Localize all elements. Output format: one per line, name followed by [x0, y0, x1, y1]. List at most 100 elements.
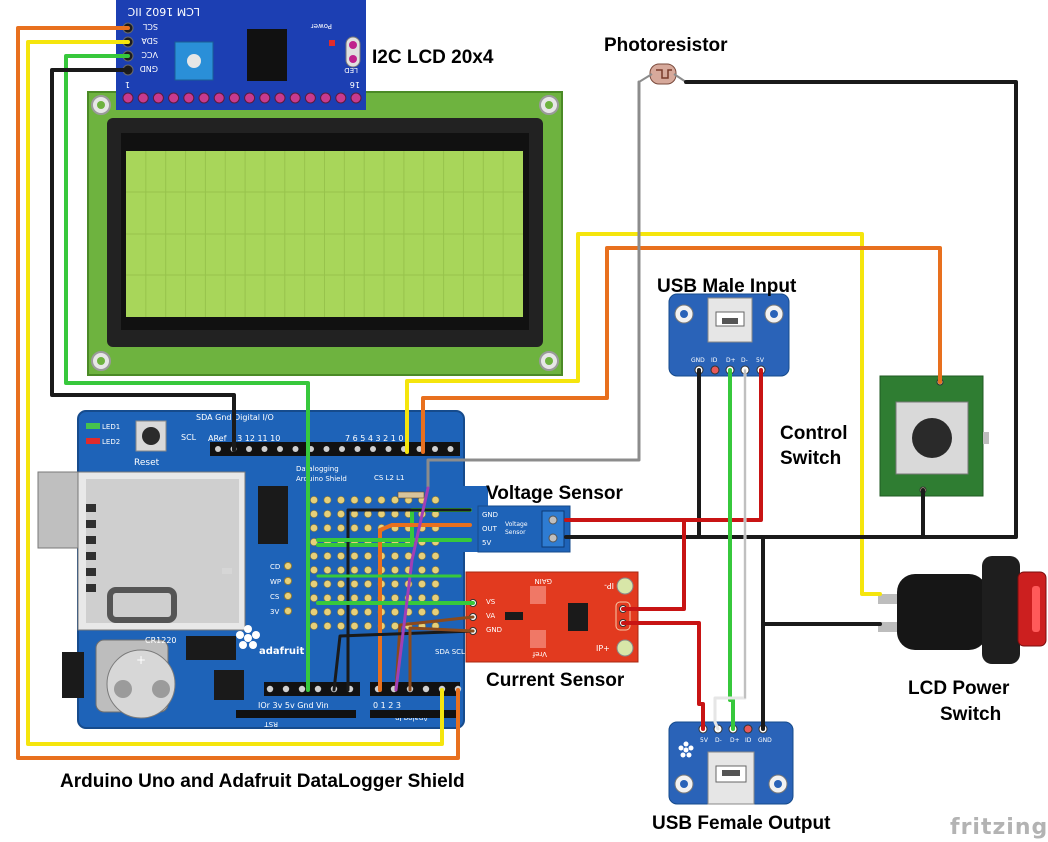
wires	[16, 26, 1018, 760]
proto-pad	[431, 594, 440, 602]
control-switch[interactable]	[879, 375, 989, 497]
proto-pad	[431, 580, 440, 588]
i2c-header-pin	[350, 92, 362, 104]
proto-pad	[364, 552, 372, 560]
power-header-pin	[422, 685, 430, 693]
voltage-board-title-2: Sensor	[505, 529, 526, 536]
adafruit-brand: adafruit	[259, 646, 304, 657]
rst-label: RST	[264, 720, 278, 728]
proto-pad	[323, 496, 332, 504]
proto-pad	[350, 496, 359, 504]
proto-pad	[337, 566, 345, 574]
usb-in-pin-5v: 5V	[756, 357, 765, 364]
digital-header-pin	[292, 446, 299, 452]
digital-header-right	[340, 442, 460, 456]
proto-pad	[323, 510, 332, 518]
digital-header-pin	[215, 446, 221, 452]
proto-pad	[391, 608, 399, 616]
usb-in-pin-id: ID	[711, 357, 718, 364]
usb-male-input-board: GND ID D+ D- 5V	[668, 293, 790, 377]
power-header-pin	[266, 685, 274, 693]
i2c-header-pin	[152, 92, 164, 104]
label-control-2: Switch	[780, 448, 841, 469]
digital-header-pin	[354, 446, 361, 452]
usb-in-pin-dminus: D-	[741, 357, 748, 364]
i2c-pin-one: 1	[125, 80, 130, 89]
sd-card-pins	[283, 561, 293, 616]
digital-header-pin	[261, 446, 268, 452]
power-row-label: IOr 3v 5v Gnd Vin	[258, 701, 329, 710]
proto-pad	[364, 566, 372, 574]
i2c-pin-vcc: VCC	[141, 50, 158, 59]
lcd-power-switch[interactable]	[878, 556, 1047, 664]
usb-out-pin-5v: 5V	[700, 737, 709, 744]
card-pin-cd: CD	[270, 563, 280, 571]
digital-header-pin	[339, 446, 345, 452]
current-pin-gnd: GND	[486, 626, 502, 634]
card-pin-cs: CS	[270, 593, 280, 601]
i2c-header-pin	[259, 92, 271, 104]
i2c-power-label: Power	[311, 22, 332, 30]
digital-header-pin	[370, 446, 376, 452]
proto-pad	[337, 552, 345, 560]
scl-label: SCL	[181, 433, 197, 442]
proto-pad	[310, 580, 318, 588]
proto-pad	[377, 496, 386, 504]
proto-pad	[310, 510, 318, 518]
usb-female-output-board: 5V D- D+ ID GND	[668, 721, 794, 805]
sd-pin-pad	[283, 606, 293, 616]
proto-pad	[323, 622, 332, 630]
power-header-pin	[282, 685, 290, 693]
proto-pad	[364, 580, 372, 588]
proto-pad	[350, 524, 359, 532]
proto-pad	[323, 566, 332, 574]
usb-out-pin-id: ID	[745, 737, 752, 744]
i2c-header-pin	[122, 92, 134, 104]
proto-pad	[364, 608, 372, 616]
power-header-pin	[298, 685, 306, 693]
proto-pad	[310, 566, 318, 574]
proto-pad	[418, 552, 426, 560]
proto-pad	[350, 580, 359, 588]
proto-pad	[431, 608, 440, 616]
gain-label: GAIN	[534, 577, 552, 585]
shield-title-1: Datalogging	[296, 465, 339, 473]
proto-pad	[418, 608, 426, 616]
i2c-pin-header	[122, 92, 362, 104]
i2c-header-pin	[168, 92, 180, 104]
label-control-1: Control	[780, 423, 848, 444]
proto-pad	[323, 552, 332, 560]
vref-label: Vref	[532, 650, 547, 658]
fritzing-watermark: fritzing	[950, 815, 1048, 840]
voltage-pin-5v: 5V	[482, 539, 491, 547]
proto-pad	[350, 608, 359, 616]
lcd-20x4-module	[87, 91, 563, 376]
power-header-pin	[314, 685, 322, 693]
proto-pad	[337, 524, 345, 532]
usb-in-pin-gnd: GND	[691, 357, 705, 364]
proto-pad	[337, 496, 345, 504]
i2c-header-pin	[304, 92, 316, 104]
digital-right-label: 7 6 5 4 3 2 1 0	[345, 434, 404, 443]
digital-header-pin	[277, 446, 283, 452]
i2c-header-pin	[213, 92, 225, 104]
proto-pad	[337, 510, 345, 518]
i2c-header-pin	[335, 92, 347, 104]
digital-header-pin	[385, 446, 392, 452]
label-usb-in: USB Male Input	[657, 276, 797, 297]
adafruit-flower-small-icon	[678, 741, 694, 758]
sda-scl-label: SDA SCL	[435, 648, 465, 656]
sd-pin-pad	[283, 591, 293, 601]
arduino-shield: + CR1220 Reset LED1 LED2 SCL ARef SDA Gn…	[37, 410, 488, 729]
proto-pad	[337, 594, 345, 602]
i2c-led-label: LED	[344, 66, 358, 74]
usb-in-pin-dplus: D+	[726, 357, 736, 364]
voltage-board-title-1: Voltage	[505, 521, 528, 528]
cs-l2-l1-label: CS L2 L1	[374, 474, 405, 482]
i2c-pin-sda: SDA	[141, 36, 158, 45]
proto-pad	[310, 552, 318, 560]
i2c-header-pin	[274, 92, 286, 104]
i2c-backpack-board: LCM 1602 IIC SCL SDA VCC GND 1 16 Power …	[116, 0, 366, 110]
label-photoresistor: Photoresistor	[604, 35, 728, 56]
